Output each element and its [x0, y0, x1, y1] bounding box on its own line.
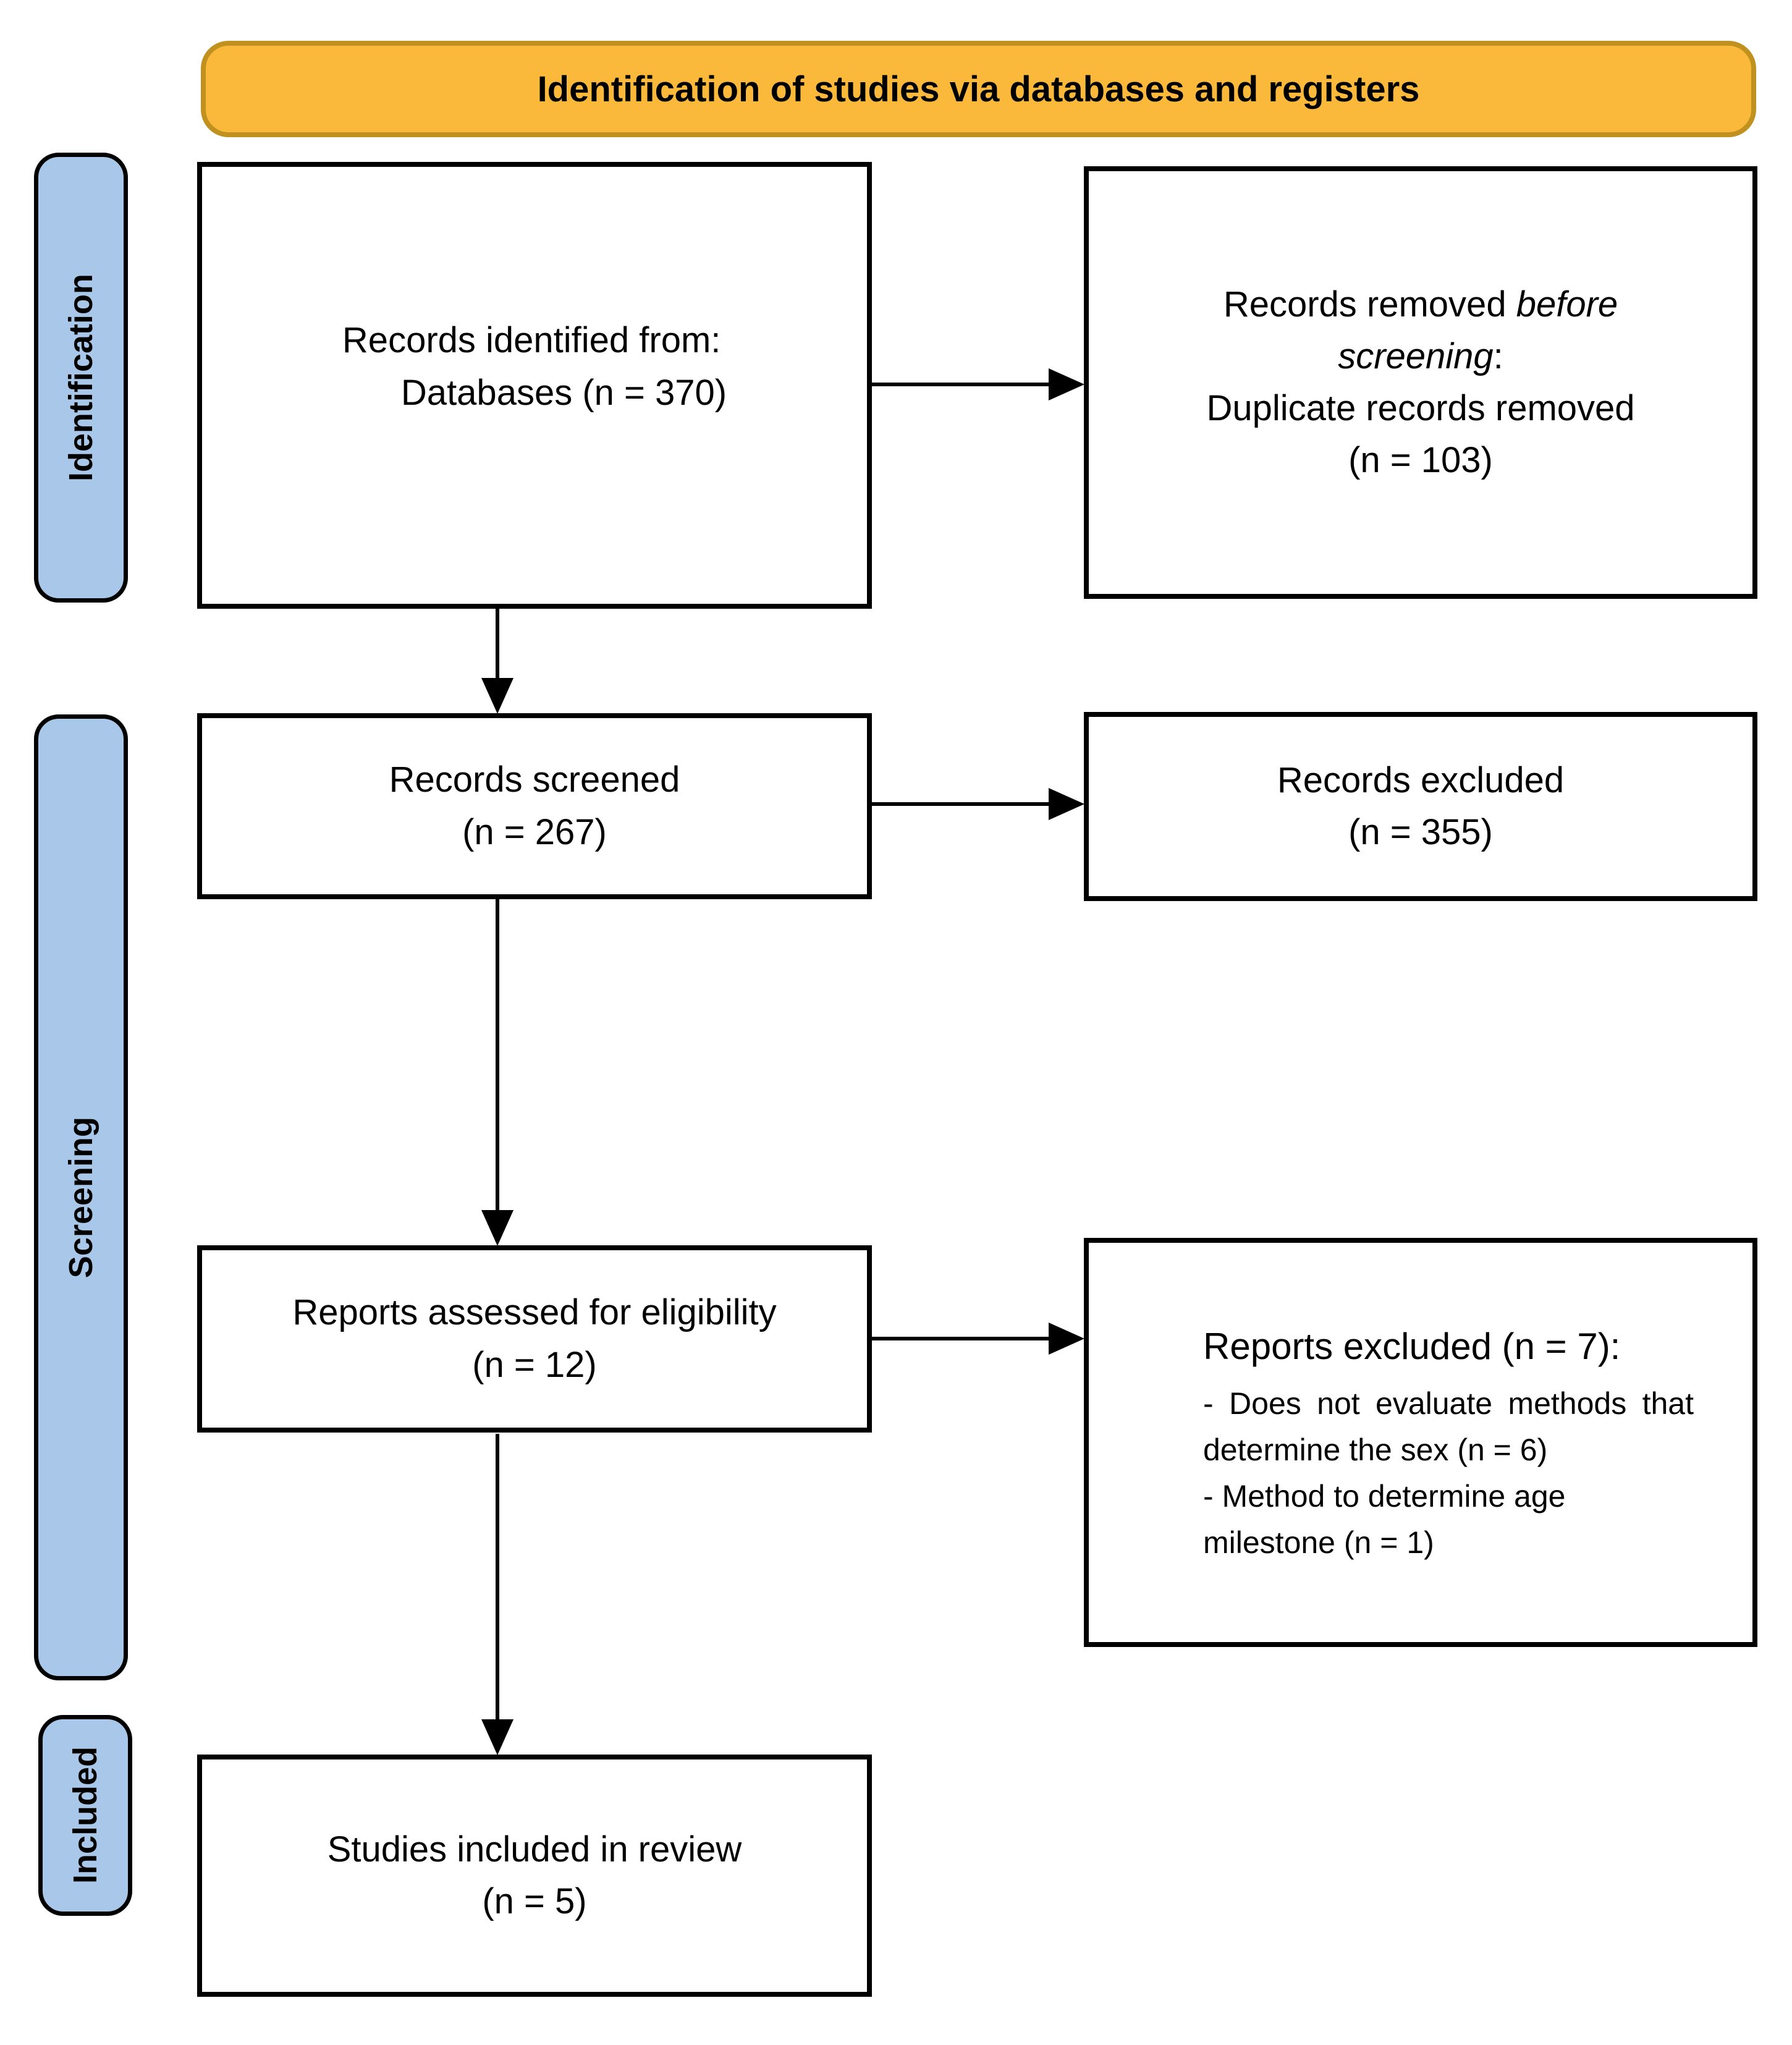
reports-excluded-bullet2-line2: milestone (n = 1) [1203, 1525, 1434, 1560]
arrow-identified-to-removed-line [872, 383, 1052, 386]
reports-excluded-heading: Reports excluded (n = 7): [1203, 1326, 1621, 1367]
arrow-assessed-to-included-head-icon [481, 1719, 514, 1755]
box-reports-assessed-text: Reports assessed for eligibility (n = 12… [292, 1287, 776, 1391]
records-screened-line1: Records screened [389, 760, 680, 800]
stage-label-screening-text: Screening [62, 1116, 99, 1279]
reports-excluded-bullet2-line1: - Method to determine age [1203, 1479, 1566, 1514]
box-reports-excluded: Reports excluded (n = 7): - Does not eva… [1084, 1238, 1757, 1647]
records-removed-line3: (n = 103) [1348, 440, 1493, 481]
records-identified-line2: Databases (n = 370) [400, 372, 727, 413]
box-records-removed-before-screening: Records removed before screening: Duplic… [1084, 166, 1757, 599]
reports-assessed-line1: Reports assessed for eligibility [292, 1292, 777, 1333]
records-screened-line2: (n = 267) [462, 811, 607, 852]
reports-assessed-line2: (n = 12) [472, 1344, 597, 1385]
records-removed-colon: : [1493, 336, 1503, 376]
box-records-identified: Records identified from: Databases (n = … [197, 162, 872, 609]
reports-excluded-bullet1-line1: - Does not evaluate methods that [1203, 1386, 1694, 1421]
box-records-identified-text: Records identified from: Databases (n = … [342, 315, 727, 418]
arrow-identified-to-screened-line [496, 609, 499, 680]
box-studies-included: Studies included in review (n = 5) [197, 1755, 872, 1997]
arrow-screened-to-assessed-line [496, 899, 499, 1211]
box-records-screened: Records screened (n = 267) [197, 713, 872, 899]
stage-label-identification: Identification [34, 153, 128, 603]
arrow-screened-to-assessed-head-icon [481, 1210, 514, 1246]
box-reports-assessed: Reports assessed for eligibility (n = 12… [197, 1245, 872, 1433]
stage-label-identification-text: Identification [62, 274, 99, 481]
studies-included-line1: Studies included in review [327, 1829, 742, 1869]
box-studies-included-text: Studies included in review (n = 5) [328, 1824, 742, 1928]
diagram-title-banner: Identification of studies via databases … [201, 41, 1756, 137]
box-records-removed-text: Records removed before screening: Duplic… [1167, 279, 1674, 486]
arrow-identified-to-screened-head-icon [481, 678, 514, 714]
arrow-assessed-to-excluded-line [872, 1337, 1052, 1340]
box-records-excluded: Records excluded (n = 355) [1084, 712, 1757, 901]
arrow-screened-to-excluded-head-icon [1049, 788, 1084, 820]
records-removed-italic-segment: before screening [1338, 284, 1618, 376]
box-reports-excluded-text: Reports excluded (n = 7): - Does not eva… [1089, 1319, 1752, 1566]
records-removed-segment: Records removed [1223, 284, 1516, 324]
studies-included-line2: (n = 5) [482, 1881, 587, 1921]
records-identified-line1: Records identified from: [342, 320, 721, 361]
stage-label-screening: Screening [34, 714, 128, 1680]
arrow-assessed-to-included-line [496, 1434, 499, 1721]
arrow-identified-to-removed-head-icon [1049, 368, 1084, 400]
arrow-assessed-to-excluded-head-icon [1049, 1323, 1084, 1355]
stage-label-included-text: Included [67, 1747, 104, 1884]
records-excluded-line2: (n = 355) [1348, 812, 1493, 852]
box-records-excluded-text: Records excluded (n = 355) [1277, 755, 1564, 858]
arrow-screened-to-excluded-line [872, 802, 1052, 806]
records-removed-line2: Duplicate records removed [1206, 388, 1635, 428]
records-excluded-line1: Records excluded [1277, 760, 1565, 800]
box-records-screened-text: Records screened (n = 267) [389, 754, 680, 858]
diagram-title: Identification of studies via databases … [537, 69, 1420, 109]
reports-excluded-bullet1-line2: determine the sex (n = 6) [1203, 1433, 1548, 1467]
stage-label-included: Included [38, 1715, 132, 1916]
